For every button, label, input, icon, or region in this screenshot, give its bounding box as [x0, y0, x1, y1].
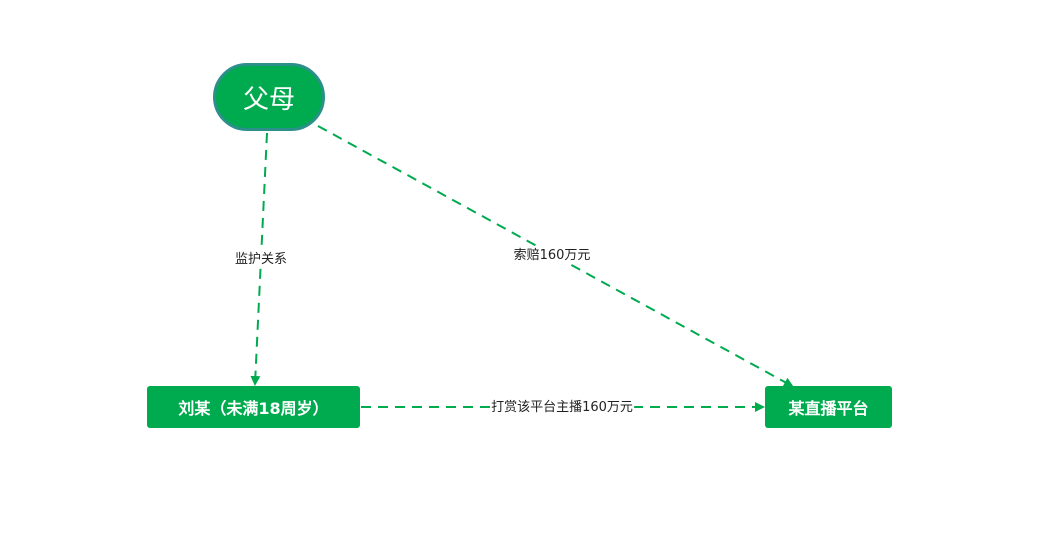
edge-tipping-label: 打赏该平台主播160万元 [490, 400, 634, 416]
edge-claim-line [317, 125, 794, 387]
node-minor[interactable]: 刘某（未满18周岁） [147, 386, 360, 428]
node-platform-label: 某直播平台 [788, 399, 869, 418]
node-minor-label: 刘某（未满18周岁） [178, 399, 329, 418]
node-platform[interactable]: 某直播平台 [765, 386, 892, 428]
node-parents-label: 父母 [242, 84, 295, 115]
edge-claim-label: 索赔160万元 [512, 248, 592, 264]
node-parents[interactable]: 父母 [213, 63, 325, 131]
edge-guardianship-label: 监护关系 [233, 252, 289, 268]
